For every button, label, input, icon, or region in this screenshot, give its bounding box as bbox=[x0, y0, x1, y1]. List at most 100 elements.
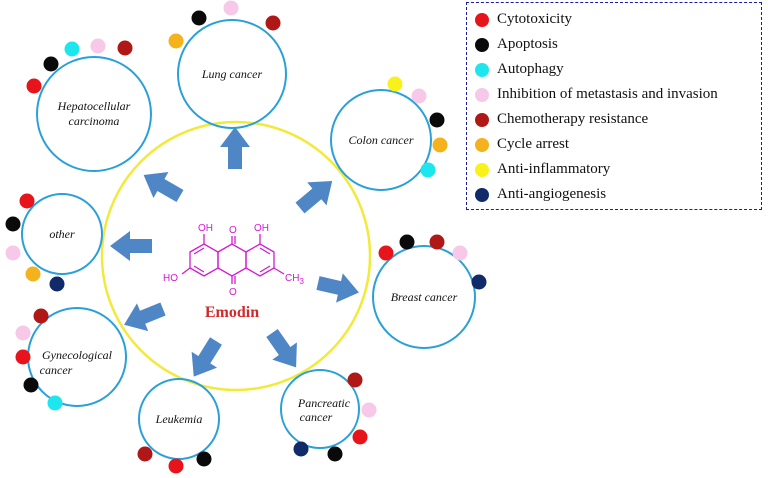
right-ring bbox=[245, 243, 275, 277]
orange-dot-icon bbox=[475, 137, 489, 152]
arrow-to-leukemia bbox=[191, 337, 222, 377]
legend-item: Anti-inflammatory bbox=[475, 157, 761, 182]
cancer-label-line1: Hepatocellular bbox=[57, 99, 131, 113]
methyl-ch: CH bbox=[285, 273, 299, 284]
dark-red-dot-icon bbox=[475, 112, 489, 127]
black-dot-icon bbox=[475, 37, 489, 52]
effect-dot bbox=[361, 402, 377, 418]
compound-name: Emodin bbox=[205, 304, 259, 321]
yellow-dot-icon bbox=[475, 162, 489, 177]
effect-dot bbox=[265, 15, 281, 31]
legend-label: Chemotherapy resistance bbox=[497, 111, 649, 127]
effect-dot bbox=[19, 193, 35, 209]
cancer-label-line1: Breast cancer bbox=[391, 290, 458, 304]
methyl-label: CH3 bbox=[285, 273, 304, 286]
cancer-pancreatic: Pancreatic cancer bbox=[280, 369, 360, 449]
cancer-colon: Colon cancer bbox=[330, 89, 432, 191]
effect-dot bbox=[223, 0, 239, 16]
effect-dot bbox=[196, 451, 212, 467]
effect-dot bbox=[47, 395, 63, 411]
effect-dot bbox=[429, 112, 445, 128]
cancer-circle bbox=[177, 19, 287, 129]
effect-dot bbox=[378, 245, 394, 261]
cancer-label-line1: Colon cancer bbox=[349, 133, 414, 147]
legend-item: Chemotherapy resistance bbox=[475, 107, 761, 132]
emodin-atom-labels: OH OH O O HO CH3 bbox=[163, 223, 304, 298]
carbonyl-top-label: O bbox=[229, 225, 237, 236]
effect-dot bbox=[411, 88, 427, 104]
legend-label: Cycle arrest bbox=[497, 136, 570, 152]
legend-label: Apoptosis bbox=[497, 36, 558, 52]
cancer-label-line1: Lung cancer bbox=[201, 67, 263, 81]
cancer-label-line2: cancer bbox=[300, 410, 333, 424]
effect-dot bbox=[191, 10, 207, 26]
oh-label-1: OH bbox=[198, 223, 213, 234]
effect-dot bbox=[293, 441, 309, 457]
effect-dots-other bbox=[5, 193, 65, 292]
effect-dot bbox=[117, 40, 133, 56]
effect-dot bbox=[64, 41, 80, 57]
cancer-label-line1: Leukemia bbox=[155, 412, 203, 426]
effect-dot bbox=[168, 458, 184, 474]
effect-dot bbox=[137, 446, 153, 462]
cancer-label-line2: cancer bbox=[40, 363, 73, 377]
legend-label: Cytotoxicity bbox=[497, 11, 572, 27]
cancer-circle bbox=[138, 378, 220, 460]
effect-dot bbox=[432, 137, 448, 153]
effect-dot bbox=[420, 162, 436, 178]
effect-dot bbox=[452, 245, 468, 261]
effect-dot bbox=[90, 38, 106, 54]
left-ring bbox=[189, 243, 219, 277]
cyan-dot-icon bbox=[475, 62, 489, 77]
effect-dot bbox=[471, 274, 487, 290]
effect-dots-hepatocellular bbox=[26, 38, 133, 94]
pink-dot-icon bbox=[475, 87, 489, 102]
effect-dot bbox=[429, 234, 445, 250]
methyl-subscript: 3 bbox=[299, 277, 304, 286]
effect-dots-colon bbox=[387, 76, 448, 178]
legend-item: Anti-angiogenesis bbox=[475, 182, 761, 207]
cancer-hepatocellular: Hepatocellular carcinoma bbox=[36, 56, 152, 172]
legend-item: Cytotoxicity bbox=[475, 7, 761, 32]
oh-label-2: OH bbox=[254, 223, 269, 234]
arrow-to-colon bbox=[295, 181, 333, 214]
effect-dot bbox=[347, 372, 363, 388]
cancer-label-line2: carcinoma bbox=[69, 114, 120, 128]
cancer-circle bbox=[280, 369, 360, 449]
arrow-to-hepatocellular bbox=[143, 172, 184, 203]
legend-item: Autophagy bbox=[475, 57, 761, 82]
cancer-circle bbox=[21, 193, 103, 275]
effect-dot bbox=[5, 216, 21, 232]
effect-dot bbox=[49, 276, 65, 292]
legend-item: Inhibition of metastasis and invasion bbox=[475, 82, 761, 107]
cancer-leukemia: Leukemia bbox=[138, 378, 220, 460]
effect-dots-lung bbox=[168, 0, 281, 49]
arrow-to-lung bbox=[220, 127, 250, 169]
cancer-circle bbox=[36, 56, 152, 172]
effect-dot bbox=[5, 245, 21, 261]
arrow-to-other bbox=[110, 231, 152, 261]
effect-dot bbox=[399, 234, 415, 250]
arrow-to-gynecological bbox=[124, 302, 166, 332]
cancer-breast: Breast cancer bbox=[372, 245, 476, 349]
center-circle bbox=[100, 120, 372, 392]
effect-dot bbox=[23, 377, 39, 393]
effect-dot bbox=[352, 429, 368, 445]
effect-dots-breast bbox=[378, 234, 487, 290]
effect-dot bbox=[26, 78, 42, 94]
arrow-to-breast bbox=[316, 273, 359, 303]
cancer-label-line1: other bbox=[49, 227, 75, 241]
carbonyl-bottom-label: O bbox=[229, 287, 237, 298]
cancer-lung: Lung cancer bbox=[177, 19, 287, 129]
cancer-other: other bbox=[21, 193, 103, 275]
arrows bbox=[110, 127, 359, 377]
cancer-label-line1: Gynecological bbox=[42, 348, 113, 362]
legend-label: Anti-inflammatory bbox=[497, 161, 611, 177]
effect-dot bbox=[43, 56, 59, 72]
effect-dots-leukemia bbox=[137, 446, 212, 474]
legend-item: Cycle arrest bbox=[475, 132, 761, 157]
emodin-structure bbox=[181, 234, 285, 284]
middle-ring bbox=[217, 243, 247, 277]
effect-dots-gynecological bbox=[15, 308, 63, 411]
effect-dot bbox=[33, 308, 49, 324]
